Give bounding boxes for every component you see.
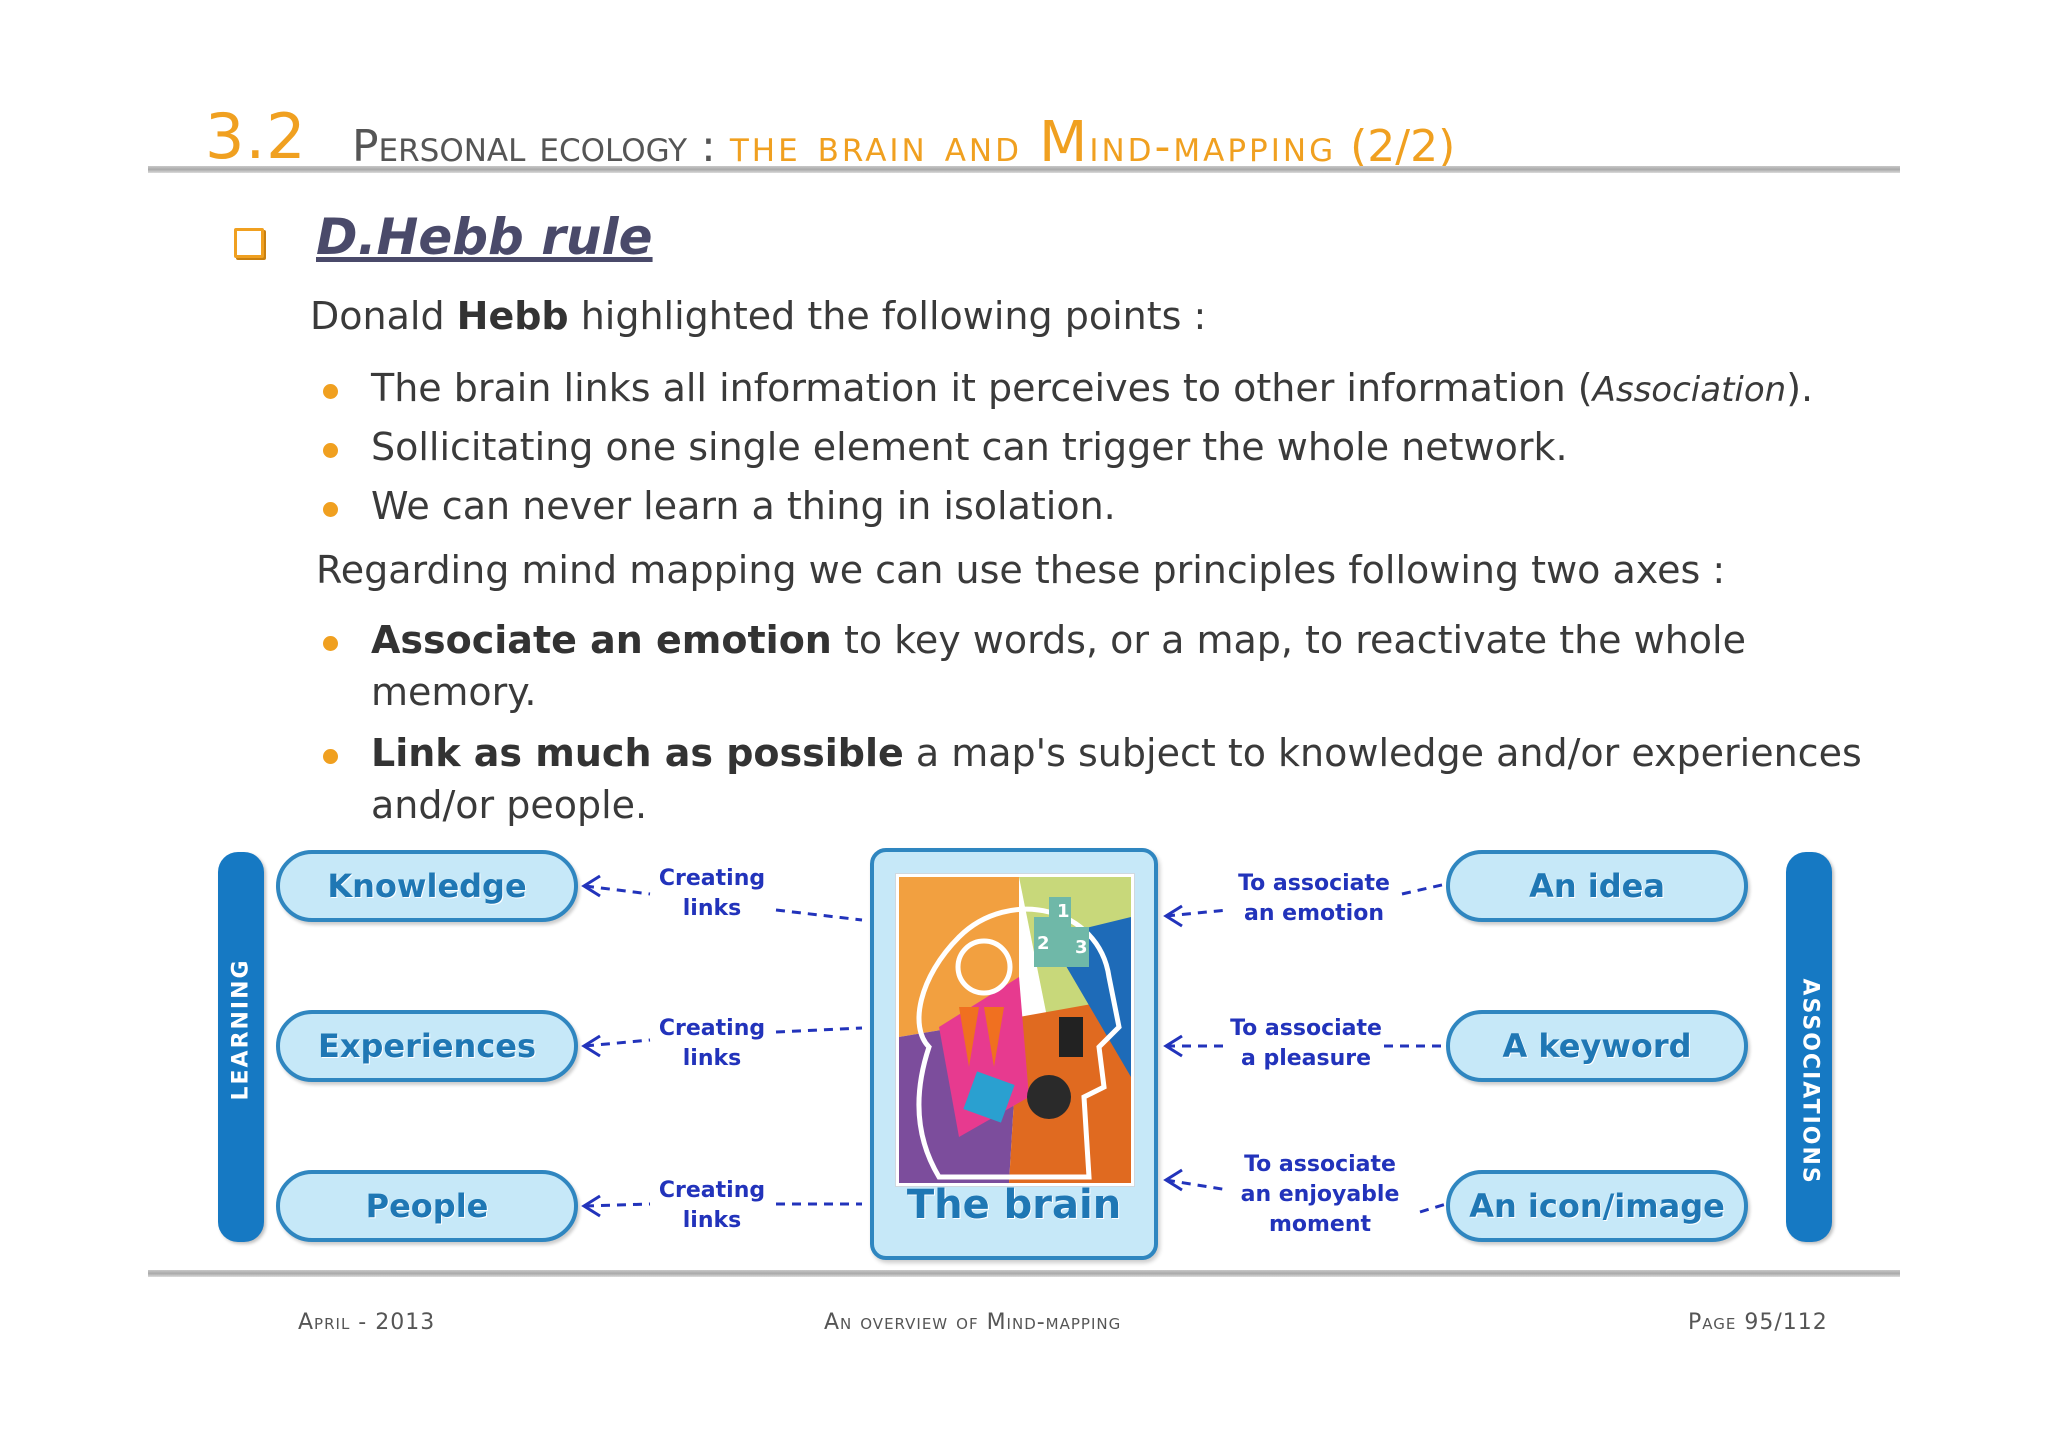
title-prefix: Personal ecology : xyxy=(352,121,716,172)
checkbox-bullet-icon xyxy=(234,228,264,258)
point-text: The brain links all information it perce… xyxy=(371,366,1593,410)
axis-text: a map's subject to knowledge and/or expe… xyxy=(371,731,1862,827)
point-item: Sollicitating one single element can tri… xyxy=(371,425,1568,469)
head-collage-icon xyxy=(899,877,1131,1183)
intro-paragraph: Donald Hebb highlighted the following po… xyxy=(310,294,1206,338)
pill-people: People xyxy=(276,1170,578,1242)
brain-label: The brain xyxy=(906,1182,1122,1228)
pill-an-idea: An idea xyxy=(1446,850,1748,922)
pill-a-keyword: A keyword xyxy=(1446,1010,1748,1082)
axis-item: Associate an emotion to key words, or a … xyxy=(371,614,1851,718)
title-page-indicator: (2/2) xyxy=(1350,121,1456,172)
brain-illustration: 1 2 3 xyxy=(896,874,1134,1186)
link-label: Creating links xyxy=(658,1016,766,1071)
association-label: To associate an emotion xyxy=(1238,871,1390,926)
point-end: ). xyxy=(1786,366,1814,410)
footer-title: An overview of Mind-mapping xyxy=(824,1310,1122,1335)
podium-number-3: 3 xyxy=(1075,937,1088,958)
slide-title: Personal ecology : the brain and Mind-ma… xyxy=(352,110,1455,175)
intro-post: highlighted the following points : xyxy=(568,294,1207,338)
title-main-2: ind-mapping xyxy=(1089,121,1337,172)
regarding-paragraph: Regarding mind mapping we can use these … xyxy=(316,548,1726,592)
footer-date: April - 2013 xyxy=(298,1310,436,1335)
bullet-dot-icon xyxy=(323,384,338,399)
intro-bold: Hebb xyxy=(456,294,569,338)
bullet-dot-icon xyxy=(323,749,338,764)
axis-bold: Link as much as possible xyxy=(371,731,904,775)
intro-pre: Donald xyxy=(310,294,457,338)
point-item: The brain links all information it perce… xyxy=(371,362,1871,416)
learning-bar xyxy=(218,852,264,1242)
section-heading: D.Hebb rule xyxy=(316,208,653,266)
axis-bold: Associate an emotion xyxy=(371,618,832,662)
associations-bar xyxy=(1786,852,1832,1242)
header-rule xyxy=(148,166,1900,173)
bullet-dot-icon xyxy=(323,502,338,517)
title-main-initial: M xyxy=(1038,110,1090,175)
section-number: 3.2 xyxy=(205,100,307,173)
point-italic: Association xyxy=(1592,370,1787,410)
axis-item: Link as much as possible a map's subject… xyxy=(371,727,1871,831)
point-item: We can never learn a thing in isolation. xyxy=(371,484,1116,528)
footer-rule xyxy=(148,1270,1900,1277)
podium-number-1: 1 xyxy=(1057,901,1070,922)
footer-page-number: Page 95/112 xyxy=(1688,1310,1828,1335)
association-label: To associate an enjoyable moment xyxy=(1240,1152,1400,1237)
title-main-1: the brain and xyxy=(729,121,1039,172)
podium-number-2: 2 xyxy=(1037,933,1050,954)
axis-text: to key words, or a map, to reactivate th… xyxy=(371,618,1746,714)
bullet-dot-icon xyxy=(323,443,338,458)
learning-label: LEARNING xyxy=(228,958,254,1101)
pill-experiences: Experiences xyxy=(276,1010,578,1082)
bullet-dot-icon xyxy=(323,636,338,651)
link-label: Creating links xyxy=(658,1178,766,1233)
pill-an-icon-image: An icon/image xyxy=(1446,1170,1748,1242)
link-label: Creating links xyxy=(658,866,766,921)
associations-label: ASSOCIATIONS xyxy=(1797,978,1823,1185)
pill-knowledge: Knowledge xyxy=(276,850,578,922)
association-label: To associate a pleasure xyxy=(1230,1016,1382,1071)
